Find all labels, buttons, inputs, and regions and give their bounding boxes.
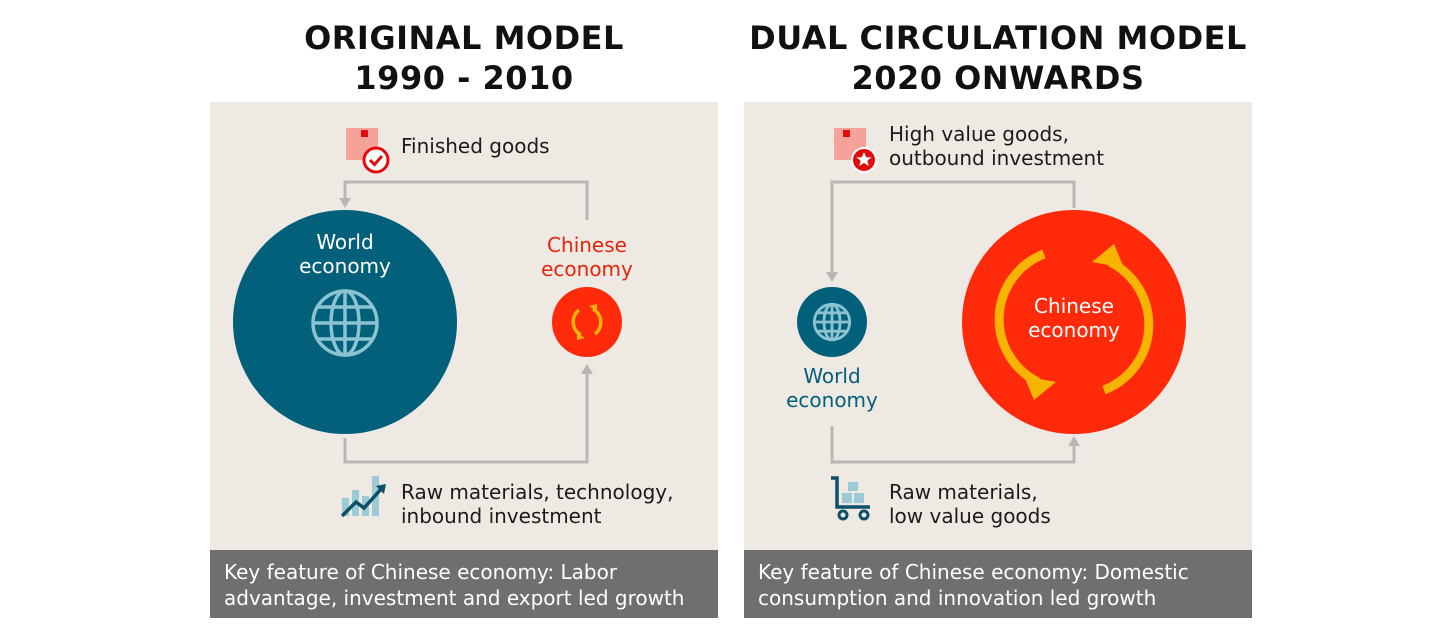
globe-icon (311, 289, 379, 357)
left-bottom-label-line2: inbound investment (401, 504, 602, 528)
right-china-label-line1: Chinese (1034, 294, 1114, 318)
right-footer: Key feature of Chinese economy: Domestic… (744, 550, 1252, 618)
right-top-label-line1: High value goods, (889, 122, 1069, 146)
right-title-line1: DUAL CIRCULATION MODEL (749, 19, 1247, 57)
right-bottom-flow-arrow (830, 426, 1076, 464)
right-top-label: High value goods, outbound investment (889, 122, 1104, 170)
rising-bar-chart-icon (340, 476, 386, 518)
right-title: DUAL CIRCULATION MODEL 2020 ONWARDS (744, 18, 1252, 98)
right-footer-line1: Key feature of Chinese economy: Domestic (758, 560, 1189, 584)
left-china-label: Chinese economy (527, 233, 647, 281)
globe-icon (812, 302, 852, 342)
left-footer: Key feature of Chinese economy: Labor ad… (210, 550, 718, 618)
right-world-label: World economy (772, 364, 892, 412)
right-top-flow-arrow (830, 180, 1076, 274)
left-title-line2: 1990 - 2010 (354, 59, 574, 97)
right-bottom-label: Raw materials, low value goods (889, 480, 1051, 528)
left-title-line1: ORIGINAL MODEL (304, 19, 624, 57)
cart-icon (831, 476, 870, 521)
checkmark-box-icon (346, 128, 390, 174)
left-bottom-label: Raw materials, technology, inbound inves… (401, 480, 673, 528)
right-footer-line2: consumption and innovation led growth (758, 586, 1157, 610)
right-bottom-label-line2: low value goods (889, 504, 1051, 528)
right-bottom-label-line1: Raw materials, (889, 480, 1038, 504)
right-world-label-line2: economy (786, 388, 878, 412)
left-bottom-flow-arrow (343, 372, 589, 464)
right-china-label: Chinese economy (1014, 294, 1134, 342)
left-china-label-line1: Chinese (547, 233, 627, 257)
right-bottom-arrowhead (1068, 436, 1080, 446)
right-world-label-line1: World (803, 364, 861, 388)
right-top-arrowhead (826, 272, 838, 282)
circular-arrows-icon (571, 304, 603, 340)
right-top-label-line2: outbound investment (889, 146, 1105, 170)
left-top-flow-arrow (343, 180, 589, 220)
left-footer-line2: advantage, investment and export led gro… (224, 586, 685, 610)
left-china-circle (552, 287, 622, 357)
left-world-label-line2: economy (299, 254, 391, 278)
star-box-icon (834, 128, 877, 173)
left-bottom-arrowhead (581, 364, 593, 374)
left-world-label: World economy (285, 230, 405, 278)
left-bottom-label-line1: Raw materials, technology, (401, 480, 674, 504)
left-top-arrowhead (339, 198, 351, 208)
left-china-label-line2: economy (541, 257, 633, 281)
right-title-line2: 2020 ONWARDS (851, 59, 1145, 97)
left-top-label: Finished goods (401, 134, 550, 158)
right-china-label-line2: economy (1028, 318, 1120, 342)
right-panel: High value goods, outbound investment Wo… (744, 102, 1252, 618)
left-world-label-line1: World (316, 230, 374, 254)
left-footer-line1: Key feature of Chinese economy: Labor (224, 560, 618, 584)
circular-arrows-icon (994, 244, 1154, 400)
left-title: ORIGINAL MODEL 1990 - 2010 (210, 18, 718, 98)
left-panel: Finished goods World economy Chinese eco… (210, 102, 718, 618)
